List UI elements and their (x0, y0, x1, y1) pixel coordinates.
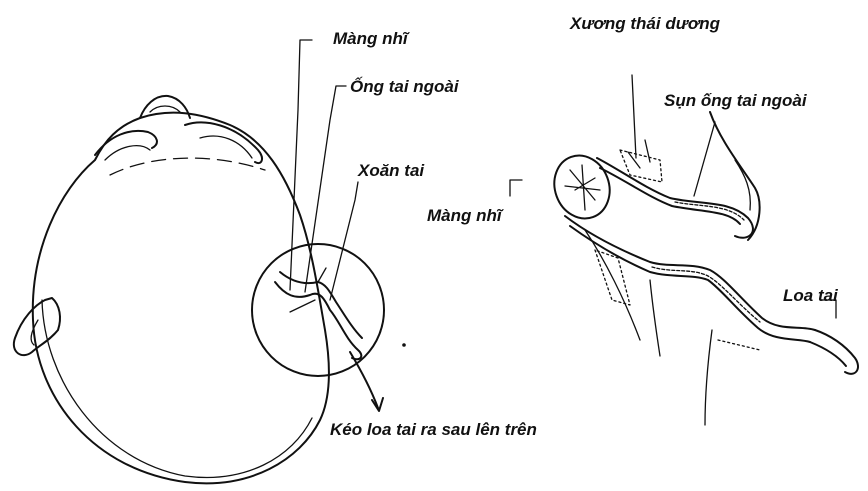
label-pull-auricle: Kéo loa tai ra sau lên trên (330, 421, 537, 438)
label-auricle: Loa tai (783, 287, 838, 304)
tympanic-membrane (546, 148, 619, 227)
head-outline (33, 113, 329, 484)
nose (140, 96, 190, 118)
label-external-ear-canal: Ống tai ngoài (350, 78, 459, 95)
zoom-circle (252, 244, 384, 376)
canal-upper-wall (597, 158, 753, 238)
label-temporal-bone: Xương thái dương (570, 15, 720, 32)
label-concha: Xoăn tai (358, 162, 424, 179)
label-tympanic-membrane-left: Màng nhĩ (333, 30, 408, 47)
label-ear-canal-cartilage: Sụn ống tai ngoài (664, 92, 807, 109)
pull-arrow (350, 352, 378, 408)
ear-canal-section (510, 75, 858, 425)
canal-lower-wall (565, 216, 815, 330)
label-tympanic-membrane-right: Màng nhĩ (427, 207, 502, 224)
head-top-view (14, 40, 406, 483)
auricle (815, 330, 858, 374)
